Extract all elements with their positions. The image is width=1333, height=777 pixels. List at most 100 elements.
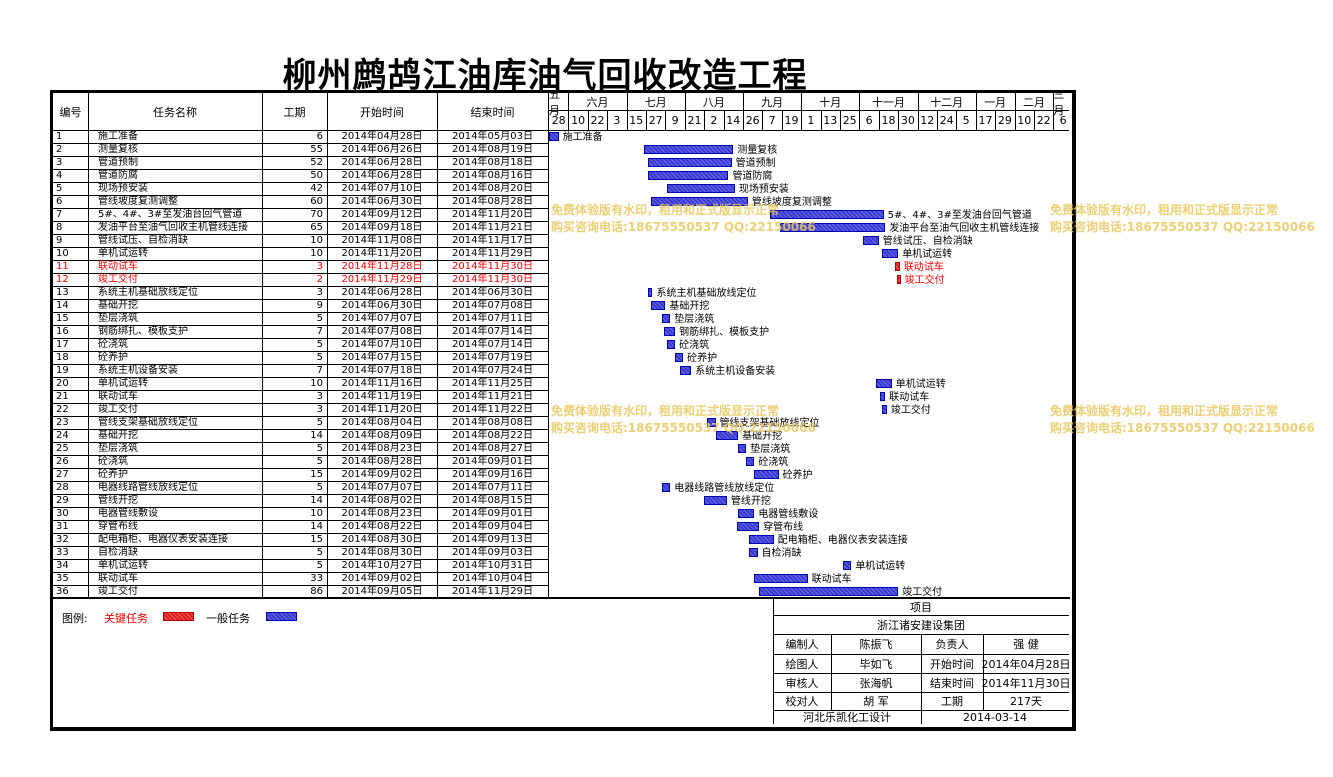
task-end: 2014年07月08日 bbox=[452, 300, 533, 311]
task-id: 10 bbox=[56, 248, 69, 259]
watermark-text: 购买咨询电话:18675550537 QQ:22150066 bbox=[1050, 220, 1315, 234]
task-id: 1 bbox=[56, 131, 63, 142]
task-start: 2014年10月27日 bbox=[341, 560, 423, 571]
gantt-bar-label: 管线开挖 bbox=[730, 496, 771, 507]
task-name: 垫层浇筑 bbox=[98, 313, 138, 324]
task-end: 2014年11月17日 bbox=[452, 235, 533, 246]
task-duration: 60 bbox=[310, 196, 323, 207]
task-end: 2014年08月22日 bbox=[452, 430, 533, 441]
info-compiler-label: 编制人 bbox=[785, 638, 819, 651]
gantt-bar-label: 联动试车 bbox=[903, 262, 944, 273]
task-end: 2014年08月08日 bbox=[452, 417, 533, 428]
gantt-bar-label: 电器管线敷设 bbox=[758, 509, 819, 520]
task-name: 单机试运转 bbox=[98, 560, 148, 571]
month-separator bbox=[1053, 93, 1055, 110]
task-id: 14 bbox=[56, 300, 69, 311]
task-name: 竣工交付 bbox=[98, 586, 138, 597]
task-start: 2014年08月23日 bbox=[341, 508, 423, 519]
task-end: 2014年11月29日 bbox=[452, 248, 533, 259]
column-header-end: 结束时间 bbox=[470, 105, 515, 119]
day-separator bbox=[743, 111, 744, 130]
row-divider bbox=[53, 481, 548, 482]
task-name: 电器线路管线放线定位 bbox=[98, 482, 198, 493]
info-project-label: 项目 bbox=[910, 600, 932, 614]
info-end: 2014年11月30日 bbox=[981, 676, 1071, 690]
day-separator bbox=[1034, 111, 1035, 130]
row-divider bbox=[53, 585, 548, 586]
gantt-bar-label: 联动试车 bbox=[811, 574, 852, 585]
gantt-bar-label: 单机试运转 bbox=[855, 561, 906, 572]
info-col-divider bbox=[983, 634, 984, 710]
task-end: 2014年11月20日 bbox=[452, 209, 533, 220]
task-end: 2014年08月18日 bbox=[452, 157, 533, 168]
gantt-bar bbox=[770, 210, 884, 219]
day-tick: 19 bbox=[784, 114, 799, 127]
month-separator bbox=[684, 93, 686, 110]
gantt-bar bbox=[875, 379, 892, 388]
task-start: 2014年09月05日 bbox=[341, 586, 423, 597]
gantt-bar bbox=[667, 340, 676, 349]
month-label: 三月 bbox=[1053, 87, 1065, 117]
task-start: 2014年06月28日 bbox=[341, 170, 423, 181]
column-divider bbox=[262, 93, 263, 597]
column-header-id: 编号 bbox=[59, 105, 82, 119]
row-divider bbox=[53, 247, 548, 248]
gantt-bar bbox=[749, 535, 774, 544]
info-col-divider bbox=[831, 634, 832, 710]
task-end: 2014年08月19日 bbox=[452, 144, 533, 155]
task-name: 单机试运转 bbox=[98, 248, 148, 259]
task-start: 2014年07月18日 bbox=[341, 365, 423, 376]
task-end: 2014年08月15日 bbox=[452, 495, 533, 506]
task-start: 2014年07月10日 bbox=[341, 339, 423, 350]
task-start: 2014年08月30日 bbox=[341, 547, 423, 558]
day-separator bbox=[995, 111, 997, 130]
day-separator bbox=[684, 111, 686, 130]
task-duration: 50 bbox=[310, 170, 323, 181]
day-tick: 28 bbox=[551, 114, 566, 127]
gantt-bar bbox=[549, 132, 559, 141]
task-end: 2014年09月16日 bbox=[452, 469, 533, 480]
task-duration: 10 bbox=[310, 235, 323, 246]
gantt-bar bbox=[738, 509, 755, 518]
month-label: 十月 bbox=[819, 95, 842, 109]
task-start: 2014年08月02日 bbox=[341, 495, 423, 506]
task-start: 2014年07月15日 bbox=[341, 352, 423, 363]
month-separator bbox=[801, 93, 803, 110]
task-end: 2014年08月20日 bbox=[452, 183, 533, 194]
gantt-bar bbox=[704, 496, 727, 505]
day-separator bbox=[704, 111, 706, 130]
day-tick: 25 bbox=[842, 114, 857, 127]
task-duration: 15 bbox=[310, 469, 323, 480]
gantt-bar-label: 5#、4#、3#至发油台回气管道 bbox=[887, 210, 1032, 221]
legend-normal-swatch bbox=[266, 612, 297, 621]
day-separator bbox=[820, 111, 822, 130]
task-start: 2014年11月20日 bbox=[341, 248, 423, 259]
column-header-name: 任务名称 bbox=[153, 105, 197, 119]
row-divider bbox=[53, 312, 548, 313]
month-label: 二月 bbox=[1022, 95, 1045, 109]
legend-text: 关键任务 bbox=[104, 612, 148, 625]
day-tick: 30 bbox=[900, 114, 915, 127]
task-name: 配电箱柜、电器仪表安装连接 bbox=[98, 534, 228, 545]
day-tick: 13 bbox=[823, 114, 838, 127]
task-id: 16 bbox=[56, 326, 69, 337]
task-duration: 10 bbox=[310, 508, 323, 519]
info-start-label: 开始时间 bbox=[930, 657, 974, 671]
task-name: 5#、4#、3#至发油台回气管道 bbox=[98, 209, 243, 220]
gantt-bar-label: 基础开挖 bbox=[669, 301, 710, 312]
row-divider bbox=[53, 507, 548, 508]
task-id: 35 bbox=[56, 573, 69, 584]
row-divider bbox=[53, 572, 548, 573]
gantt-bar-label: 管线试压、自检消缺 bbox=[882, 236, 973, 247]
row-divider bbox=[53, 455, 548, 456]
month-separator bbox=[1014, 93, 1016, 110]
task-end: 2014年10月31日 bbox=[452, 560, 533, 571]
gantt-bar bbox=[662, 483, 671, 492]
task-id: 13 bbox=[56, 287, 69, 298]
row-divider bbox=[53, 325, 548, 326]
day-separator bbox=[1072, 111, 1074, 130]
task-duration: 14 bbox=[310, 495, 323, 506]
day-tick: 10 bbox=[571, 114, 586, 127]
task-start: 2014年11月29日 bbox=[341, 274, 423, 285]
table-bottom bbox=[53, 597, 1070, 599]
